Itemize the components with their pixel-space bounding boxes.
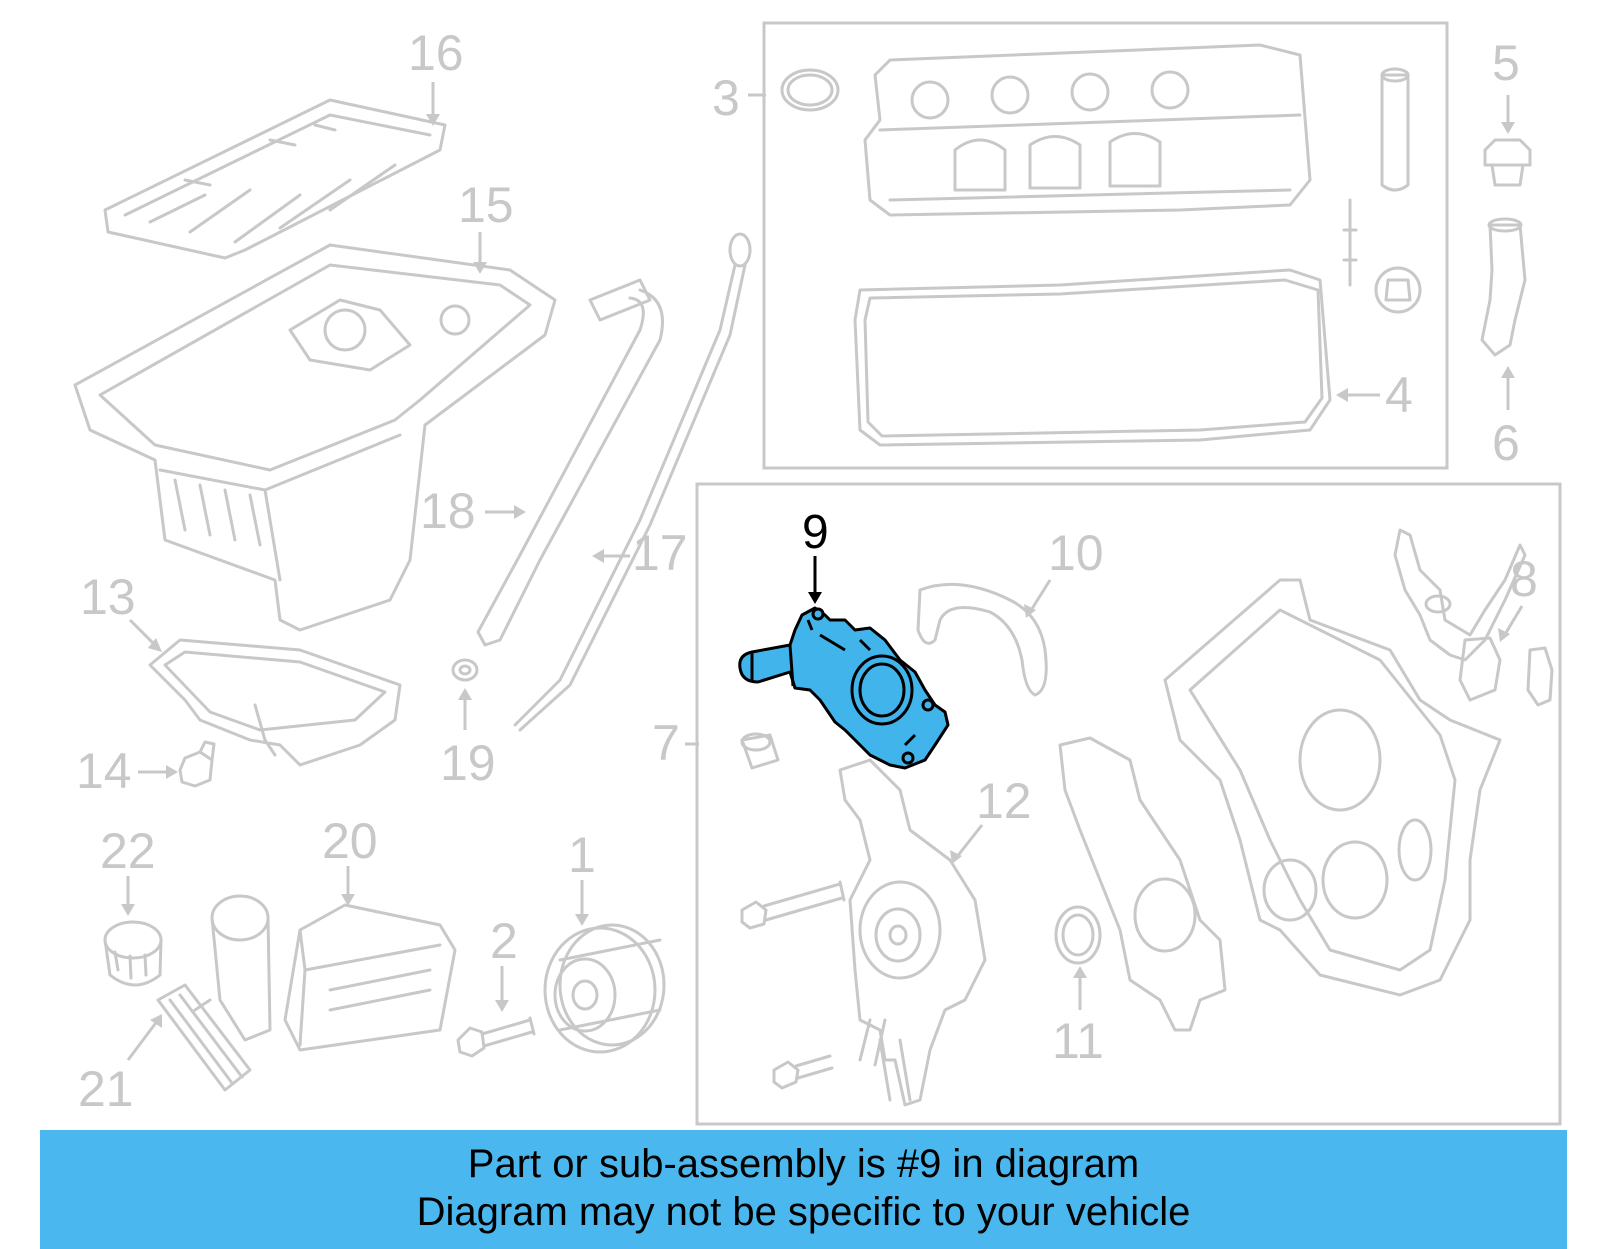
crank-pulley-part [543,923,666,1054]
callout-1: 1 [568,827,596,883]
leader-21 [126,1019,160,1061]
info-banner: Part or sub-assembly is #9 in diagram Di… [40,1130,1567,1249]
valve-cover-part [863,43,1312,217]
arrow-12 [950,850,962,864]
oil-fill-cap-part [1483,138,1532,187]
valve-cover-group-box [762,21,1449,470]
callout-14: 14 [76,743,132,799]
callout-13: 13 [80,569,136,625]
thermostat-housing-part-highlighted [738,606,950,770]
bolt-part [456,1016,536,1058]
callout-22: 22 [100,823,156,879]
oil-filter-cap-part [103,920,163,987]
leader-8 [1502,605,1524,637]
callout-19: 19 [440,735,496,791]
callout-9: 9 [802,506,829,559]
drain-plug-part [178,740,216,788]
arrow-2 [495,1000,509,1012]
arrow-5 [1501,122,1515,134]
callout-18: 18 [420,483,476,539]
valve-box-small-parts [1342,67,1422,314]
callout-8: 8 [1510,551,1538,607]
arrow-22 [121,904,135,916]
arrow-11 [1073,966,1087,978]
callout-3: 3 [712,70,740,126]
arrow-9 [808,592,822,604]
callout-7: 7 [652,715,680,771]
arrow-21 [150,1014,162,1028]
front-seal-part [1054,905,1102,965]
cover-gaskets-part [1393,528,1554,707]
banner-line-part-number: Part or sub-assembly is #9 in diagram [467,1142,1140,1186]
arrow-15 [473,262,487,274]
arrow-10 [1024,604,1036,618]
arrow-6 [1501,366,1515,378]
oil-pan-lower-part [148,638,402,767]
o-ring-part [780,68,840,112]
timing-cover-part [1163,578,1502,997]
windage-tray-part [103,98,447,260]
timing-cover-group-box [695,482,1562,1126]
washer-part [451,658,479,682]
callout-16: 16 [408,25,464,81]
arrow-4 [1336,388,1348,402]
callout-20: 20 [322,813,378,869]
arrow-19 [458,688,472,700]
timing-cover-gasket-part [1058,736,1227,1032]
arrow-1 [575,914,589,926]
callout-15: 15 [458,177,514,233]
oil-pan-upper-part [73,243,557,632]
arrow-13 [148,638,162,652]
leader-10 [1028,579,1052,613]
callout-21: 21 [78,1061,134,1117]
water-pump-part [838,758,987,1107]
callout-4: 4 [1385,367,1413,423]
arrow-8 [1498,628,1510,642]
arrow-14 [166,765,178,779]
dipstick-tube-part [476,278,664,647]
arrow-17 [592,549,604,563]
leader-12 [954,824,984,859]
arrow-20 [341,894,355,906]
callout-10: 10 [1048,525,1104,581]
thermostat-gasket-part [916,582,1048,697]
callout-17: 17 [632,525,688,581]
callout-12: 12 [976,773,1032,829]
callout-11: 11 [1052,1013,1104,1069]
bushing-part [740,732,780,770]
arrow-18 [514,505,526,519]
callout-2: 2 [490,913,518,969]
callout-5: 5 [1492,35,1520,91]
water-pump-bolts-part [740,880,846,1090]
oil-fill-tube-part [1480,217,1527,357]
oil-filter-element-part [156,983,252,1092]
oil-cooler-housing-part [210,894,457,1052]
arrow-16 [426,114,440,126]
callout-6: 6 [1492,415,1520,471]
banner-line-disclaimer: Diagram may not be specific to your vehi… [416,1190,1191,1234]
valve-cover-gasket-part [853,268,1332,447]
dipstick-part [513,232,752,732]
